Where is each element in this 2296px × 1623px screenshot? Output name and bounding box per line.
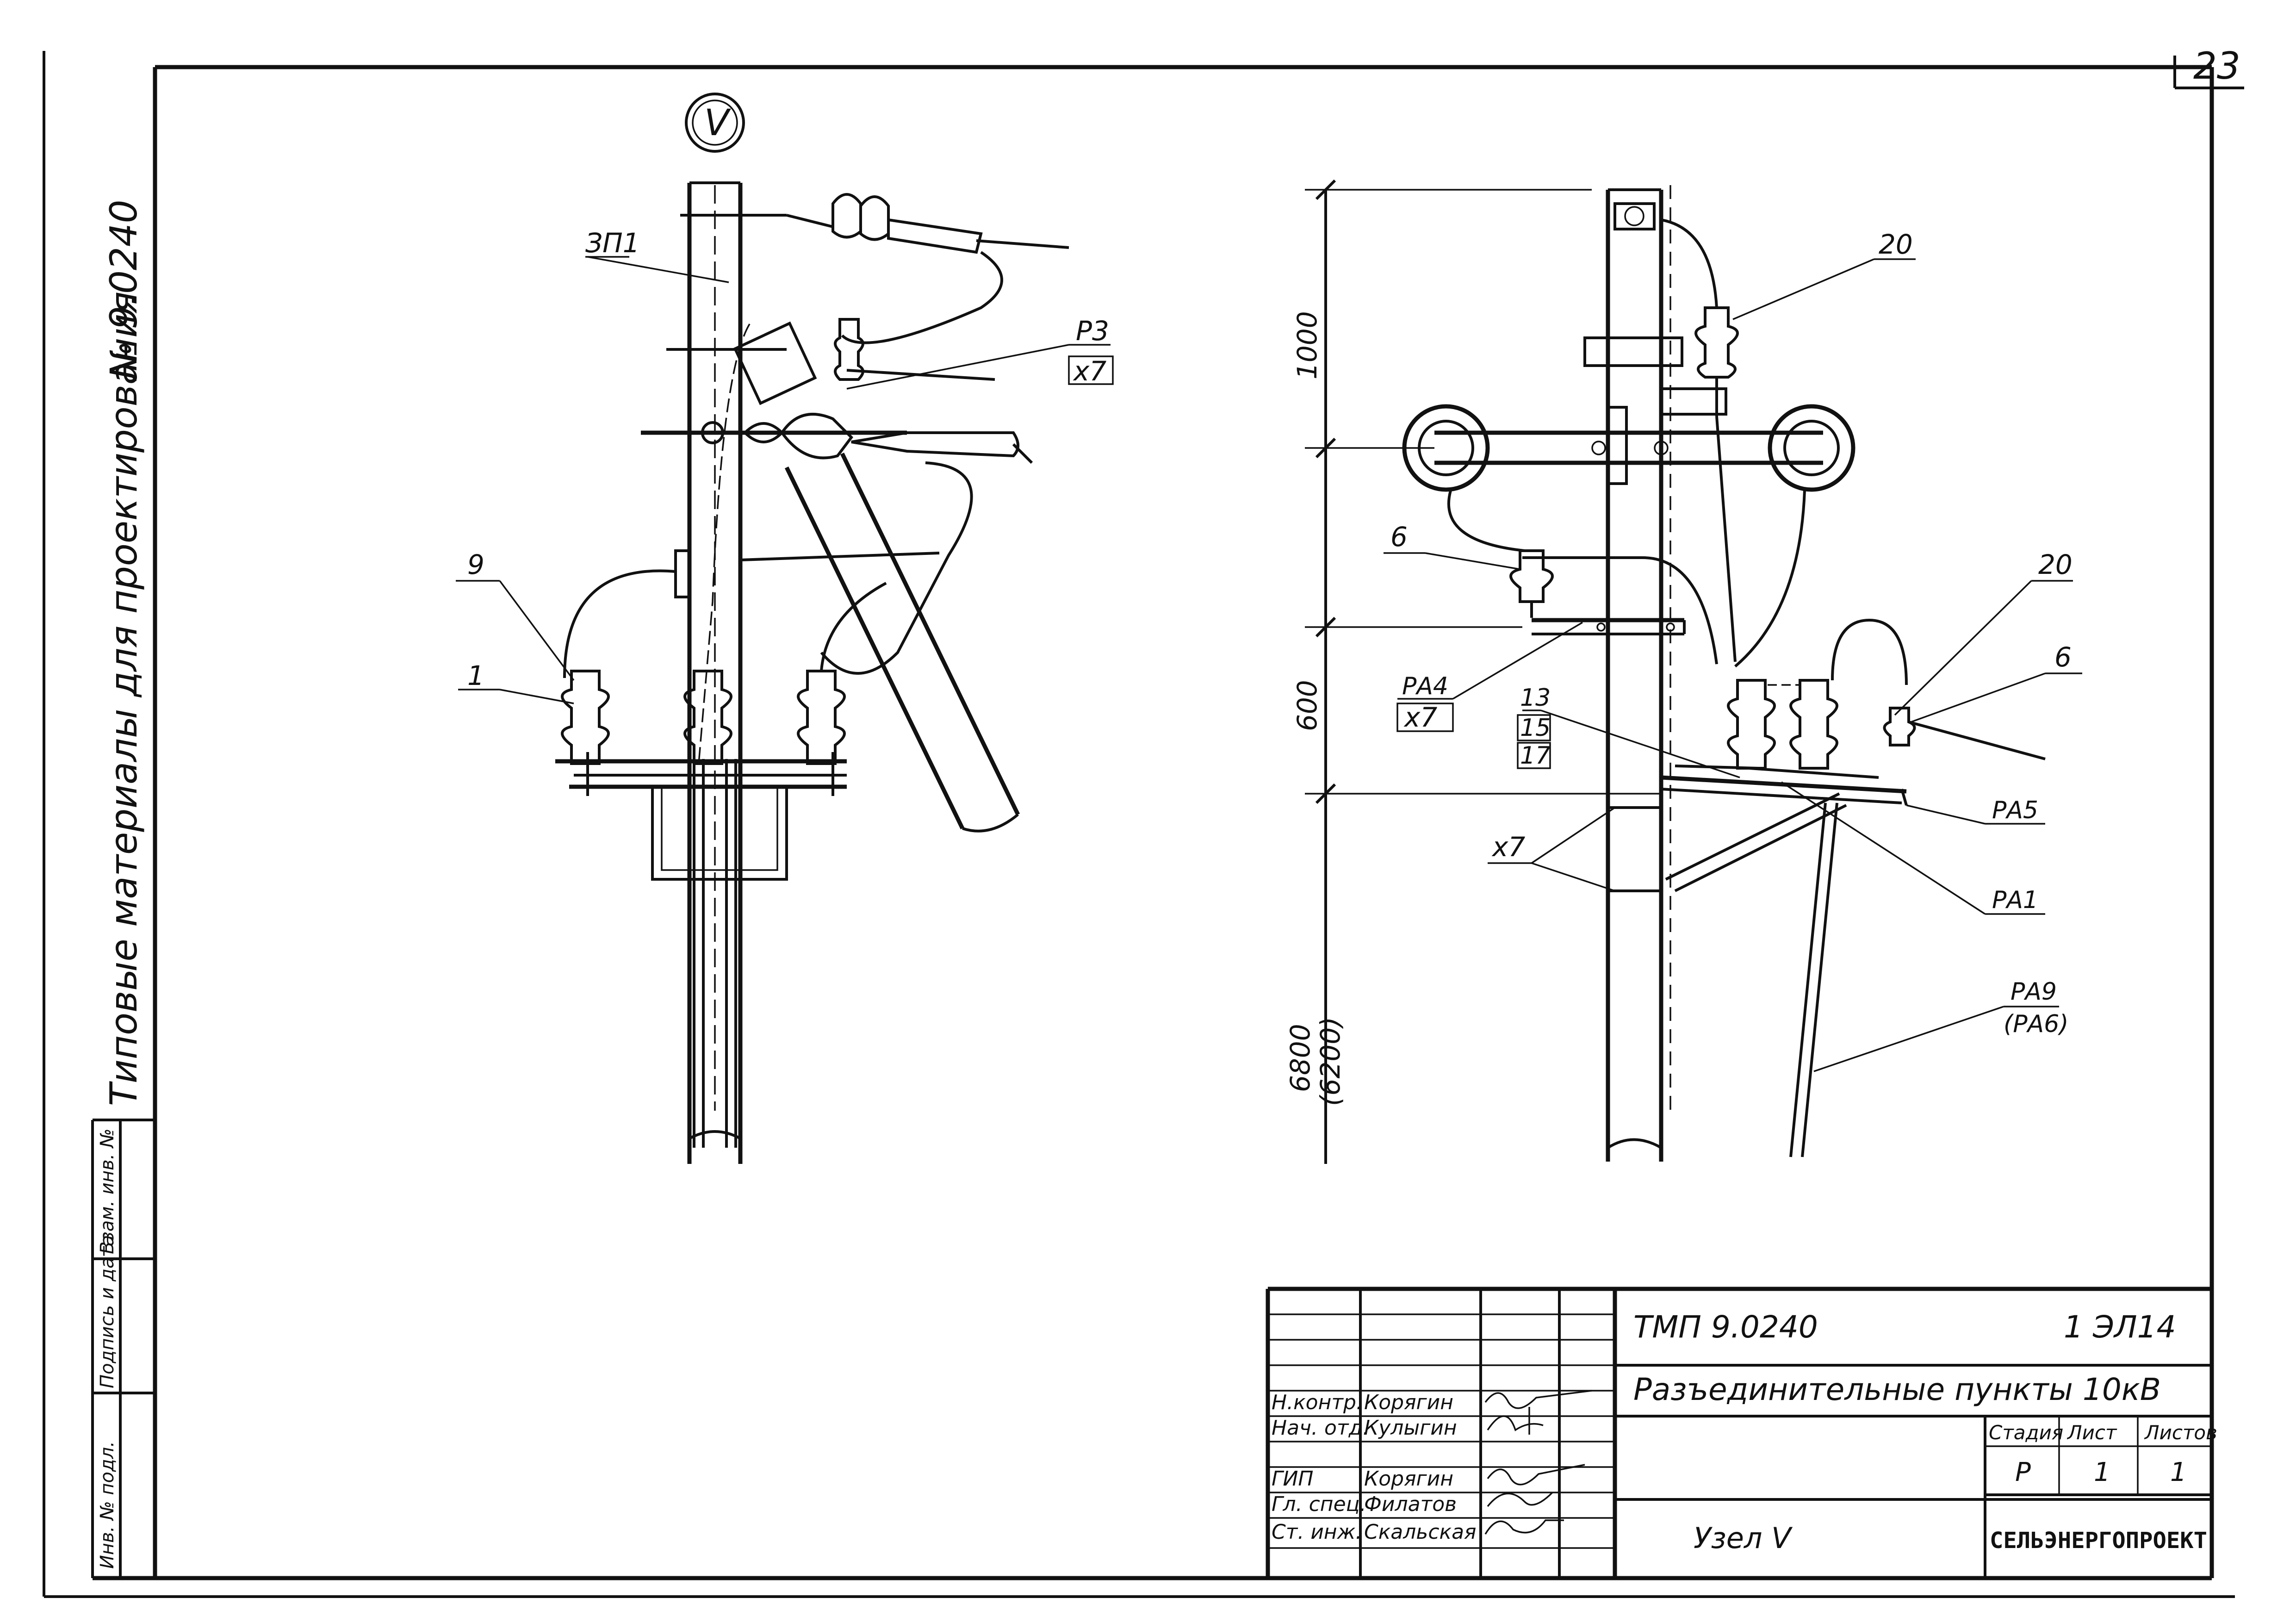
label-ra4: РА4: [1402, 672, 1448, 700]
role-3: ГИП: [1272, 1467, 1314, 1491]
label-x7-top: x7: [1403, 702, 1437, 733]
organization: СЕЛЬЭНЕРГОПРОЕКТ: [1990, 1528, 2207, 1554]
label-15: 15: [1520, 714, 1551, 742]
insulator-right: [797, 670, 846, 765]
sheets-value: 1: [2170, 1457, 2187, 1487]
sheet-label: Лист: [2066, 1421, 2117, 1444]
label-20-top: 20: [1879, 229, 1913, 260]
label-6-left: 6: [1390, 521, 1408, 553]
title-block: Н.контр. Корягин Нач. отд. Кулыгин ГИП К…: [1266, 1287, 2217, 1578]
label-20-right: 20: [2038, 549, 2073, 580]
stage-label: Стадия: [1989, 1421, 2063, 1444]
label-1: 1: [467, 660, 484, 691]
series-title: Типовые материалы для проектирования: [102, 292, 145, 1106]
label-ra6: (РА6): [2004, 1010, 2069, 1038]
label-zp1: ЗП1: [585, 227, 640, 259]
series-number: № 9.0240: [102, 199, 145, 381]
sheets-label: Листов: [2144, 1421, 2217, 1444]
dim-6200: (6200): [1315, 1017, 1346, 1106]
document-code: ТМП 9.0240: [1633, 1309, 1818, 1345]
side-strip: Типовые материалы для проектирования № 9…: [91, 199, 155, 1578]
name-4: Филатов: [1364, 1492, 1457, 1516]
sheet-frame: [43, 51, 2244, 1598]
right-view: 1000 600 6800 (6200) 20 6 20 6 РА4 x7 13…: [1285, 179, 2082, 1164]
label-ra1: РА1: [1992, 886, 2038, 914]
role-1: Н.контр.: [1272, 1391, 1363, 1414]
stage-value: Р: [2015, 1457, 2031, 1487]
name-1: Корягин: [1364, 1391, 1453, 1414]
dim-6800: 6800: [1285, 1024, 1316, 1092]
role-4: Гл. спец.: [1272, 1492, 1366, 1516]
name-3: Корягин: [1364, 1467, 1453, 1491]
label-ra5: РА5: [1992, 796, 2038, 824]
insulator-left: [561, 670, 610, 765]
sheet-value: 1: [2094, 1457, 2110, 1487]
name-5: Скальская: [1364, 1520, 1477, 1544]
role-2: Нач. отд.: [1272, 1416, 1369, 1440]
dim-600: 600: [1291, 680, 1323, 731]
view-mark: V: [704, 102, 731, 144]
label-r3: Р3: [1076, 315, 1109, 347]
inv-original-label: Инв. № подл.: [97, 1441, 118, 1569]
dim-1000: 1000: [1291, 311, 1323, 379]
signatures: [1484, 1390, 1592, 1535]
label-x7-bottom: x7: [1491, 831, 1525, 863]
label-6-right: 6: [2054, 641, 2072, 673]
replace-inv-label: Взам. инв. №: [97, 1128, 118, 1254]
page-number: 23: [2193, 44, 2240, 87]
label-13: 13: [1520, 684, 1551, 712]
insulator-mid: [683, 670, 732, 765]
sign-date-label: Подпись и дата: [97, 1235, 118, 1388]
label-x7-left: x7: [1073, 355, 1106, 387]
sheet-code: 1 ЭЛ14: [2064, 1309, 2176, 1345]
drawing-subtitle: Узел V: [1694, 1521, 1793, 1555]
left-view: V: [456, 93, 1114, 1164]
label-17: 17: [1520, 742, 1551, 770]
role-5: Ст. инж.: [1272, 1520, 1362, 1544]
label-ra9: РА9: [2011, 978, 2057, 1006]
name-2: Кулыгин: [1364, 1416, 1457, 1440]
drawing-title: Разъединительные пункты 10кВ: [1633, 1372, 2161, 1407]
label-9: 9: [467, 549, 484, 580]
